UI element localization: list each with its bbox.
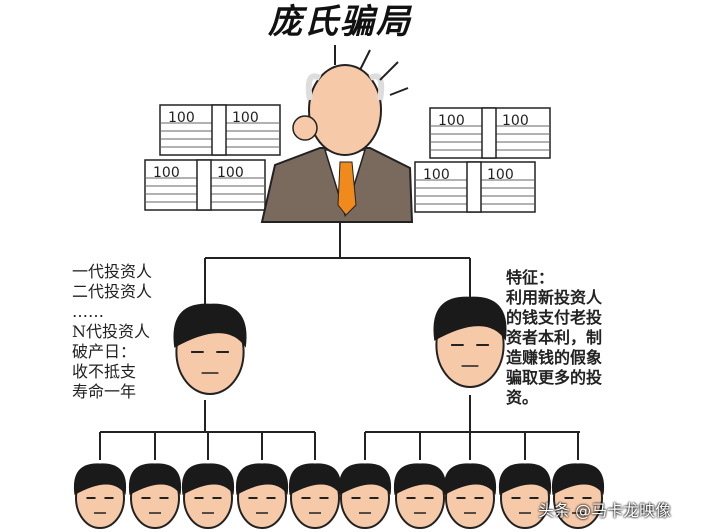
investor-head-small bbox=[181, 463, 235, 529]
banknote-label: 100 bbox=[153, 165, 180, 181]
money-stack-icon: 100 100 bbox=[159, 104, 281, 156]
band bbox=[196, 159, 212, 211]
hair bbox=[73, 463, 127, 495]
text-line: 破产日： bbox=[72, 342, 137, 361]
band bbox=[481, 107, 497, 159]
banknote-label: 100 bbox=[168, 110, 195, 126]
investor-head-2 bbox=[433, 296, 507, 388]
money-stack-icon: 100 100 bbox=[144, 159, 266, 211]
investor-head-small bbox=[393, 463, 447, 529]
text-line: 造赚钱的假象 bbox=[506, 348, 603, 367]
hair bbox=[393, 463, 447, 495]
investor-head-small bbox=[235, 463, 289, 529]
band bbox=[466, 161, 482, 213]
text-line: 二代投资人 bbox=[72, 282, 153, 301]
text-line: 利用新投资人 bbox=[506, 288, 603, 307]
watermark: 头条 @马卡龙映像 bbox=[538, 501, 672, 520]
investor-head-small bbox=[288, 463, 342, 529]
hair bbox=[235, 463, 289, 495]
thinking-line bbox=[379, 61, 399, 81]
text-line: 一代投资人 bbox=[72, 262, 153, 281]
investor-head-1 bbox=[173, 303, 247, 395]
banknote-label: 100 bbox=[502, 113, 529, 129]
investor-head-small bbox=[128, 463, 182, 529]
investor-head-small bbox=[338, 463, 392, 529]
text-line: 收不抵支 bbox=[72, 362, 137, 381]
tie bbox=[337, 161, 357, 216]
money-stack-icon: 100 100 bbox=[429, 107, 551, 159]
text-line: 资。 bbox=[506, 388, 539, 407]
hair bbox=[288, 463, 342, 495]
title: 庞氏骗局 bbox=[268, 2, 412, 42]
hair bbox=[443, 463, 497, 495]
text-line: 特征： bbox=[506, 268, 555, 287]
band bbox=[211, 104, 227, 156]
hair bbox=[433, 296, 507, 341]
hair bbox=[338, 463, 392, 495]
hair bbox=[181, 463, 235, 495]
hair bbox=[498, 463, 552, 495]
banknote-label: 100 bbox=[232, 110, 259, 126]
banknote-label: 100 bbox=[487, 167, 514, 183]
investor-head-small bbox=[73, 463, 127, 529]
investor-generations-text: 一代投资人 二代投资人 …… N代投资人 破产日： 收不抵支 寿命一年 bbox=[72, 262, 152, 402]
investor-head-small bbox=[551, 463, 605, 529]
text-line: 资者本利，制 bbox=[506, 328, 603, 347]
boss-head bbox=[308, 64, 382, 156]
boss-figure bbox=[260, 45, 414, 223]
banknote-label: 100 bbox=[423, 167, 450, 183]
banknote-label: 100 bbox=[438, 113, 465, 129]
thinking-line bbox=[359, 49, 371, 71]
hair bbox=[128, 463, 182, 495]
hair bbox=[551, 463, 605, 495]
text-line: N代投资人 bbox=[72, 322, 151, 341]
text-line: …… bbox=[72, 302, 104, 321]
text-line: 骗取更多的投 bbox=[506, 368, 603, 387]
thinking-line bbox=[389, 87, 409, 96]
investor-head-small bbox=[443, 463, 497, 529]
hair bbox=[173, 303, 247, 348]
text-line: 的钱支付老投 bbox=[506, 308, 603, 327]
boss-hand bbox=[292, 115, 318, 141]
investor-head-small bbox=[498, 463, 552, 529]
banknote-label: 100 bbox=[217, 165, 244, 181]
text-line: 寿命一年 bbox=[72, 382, 137, 401]
money-stack-icon: 100 100 bbox=[414, 161, 536, 213]
features-text: 特征： 利用新投资人 的钱支付老投 资者本利，制 造赚钱的假象 骗取更多的投 资… bbox=[506, 268, 602, 408]
